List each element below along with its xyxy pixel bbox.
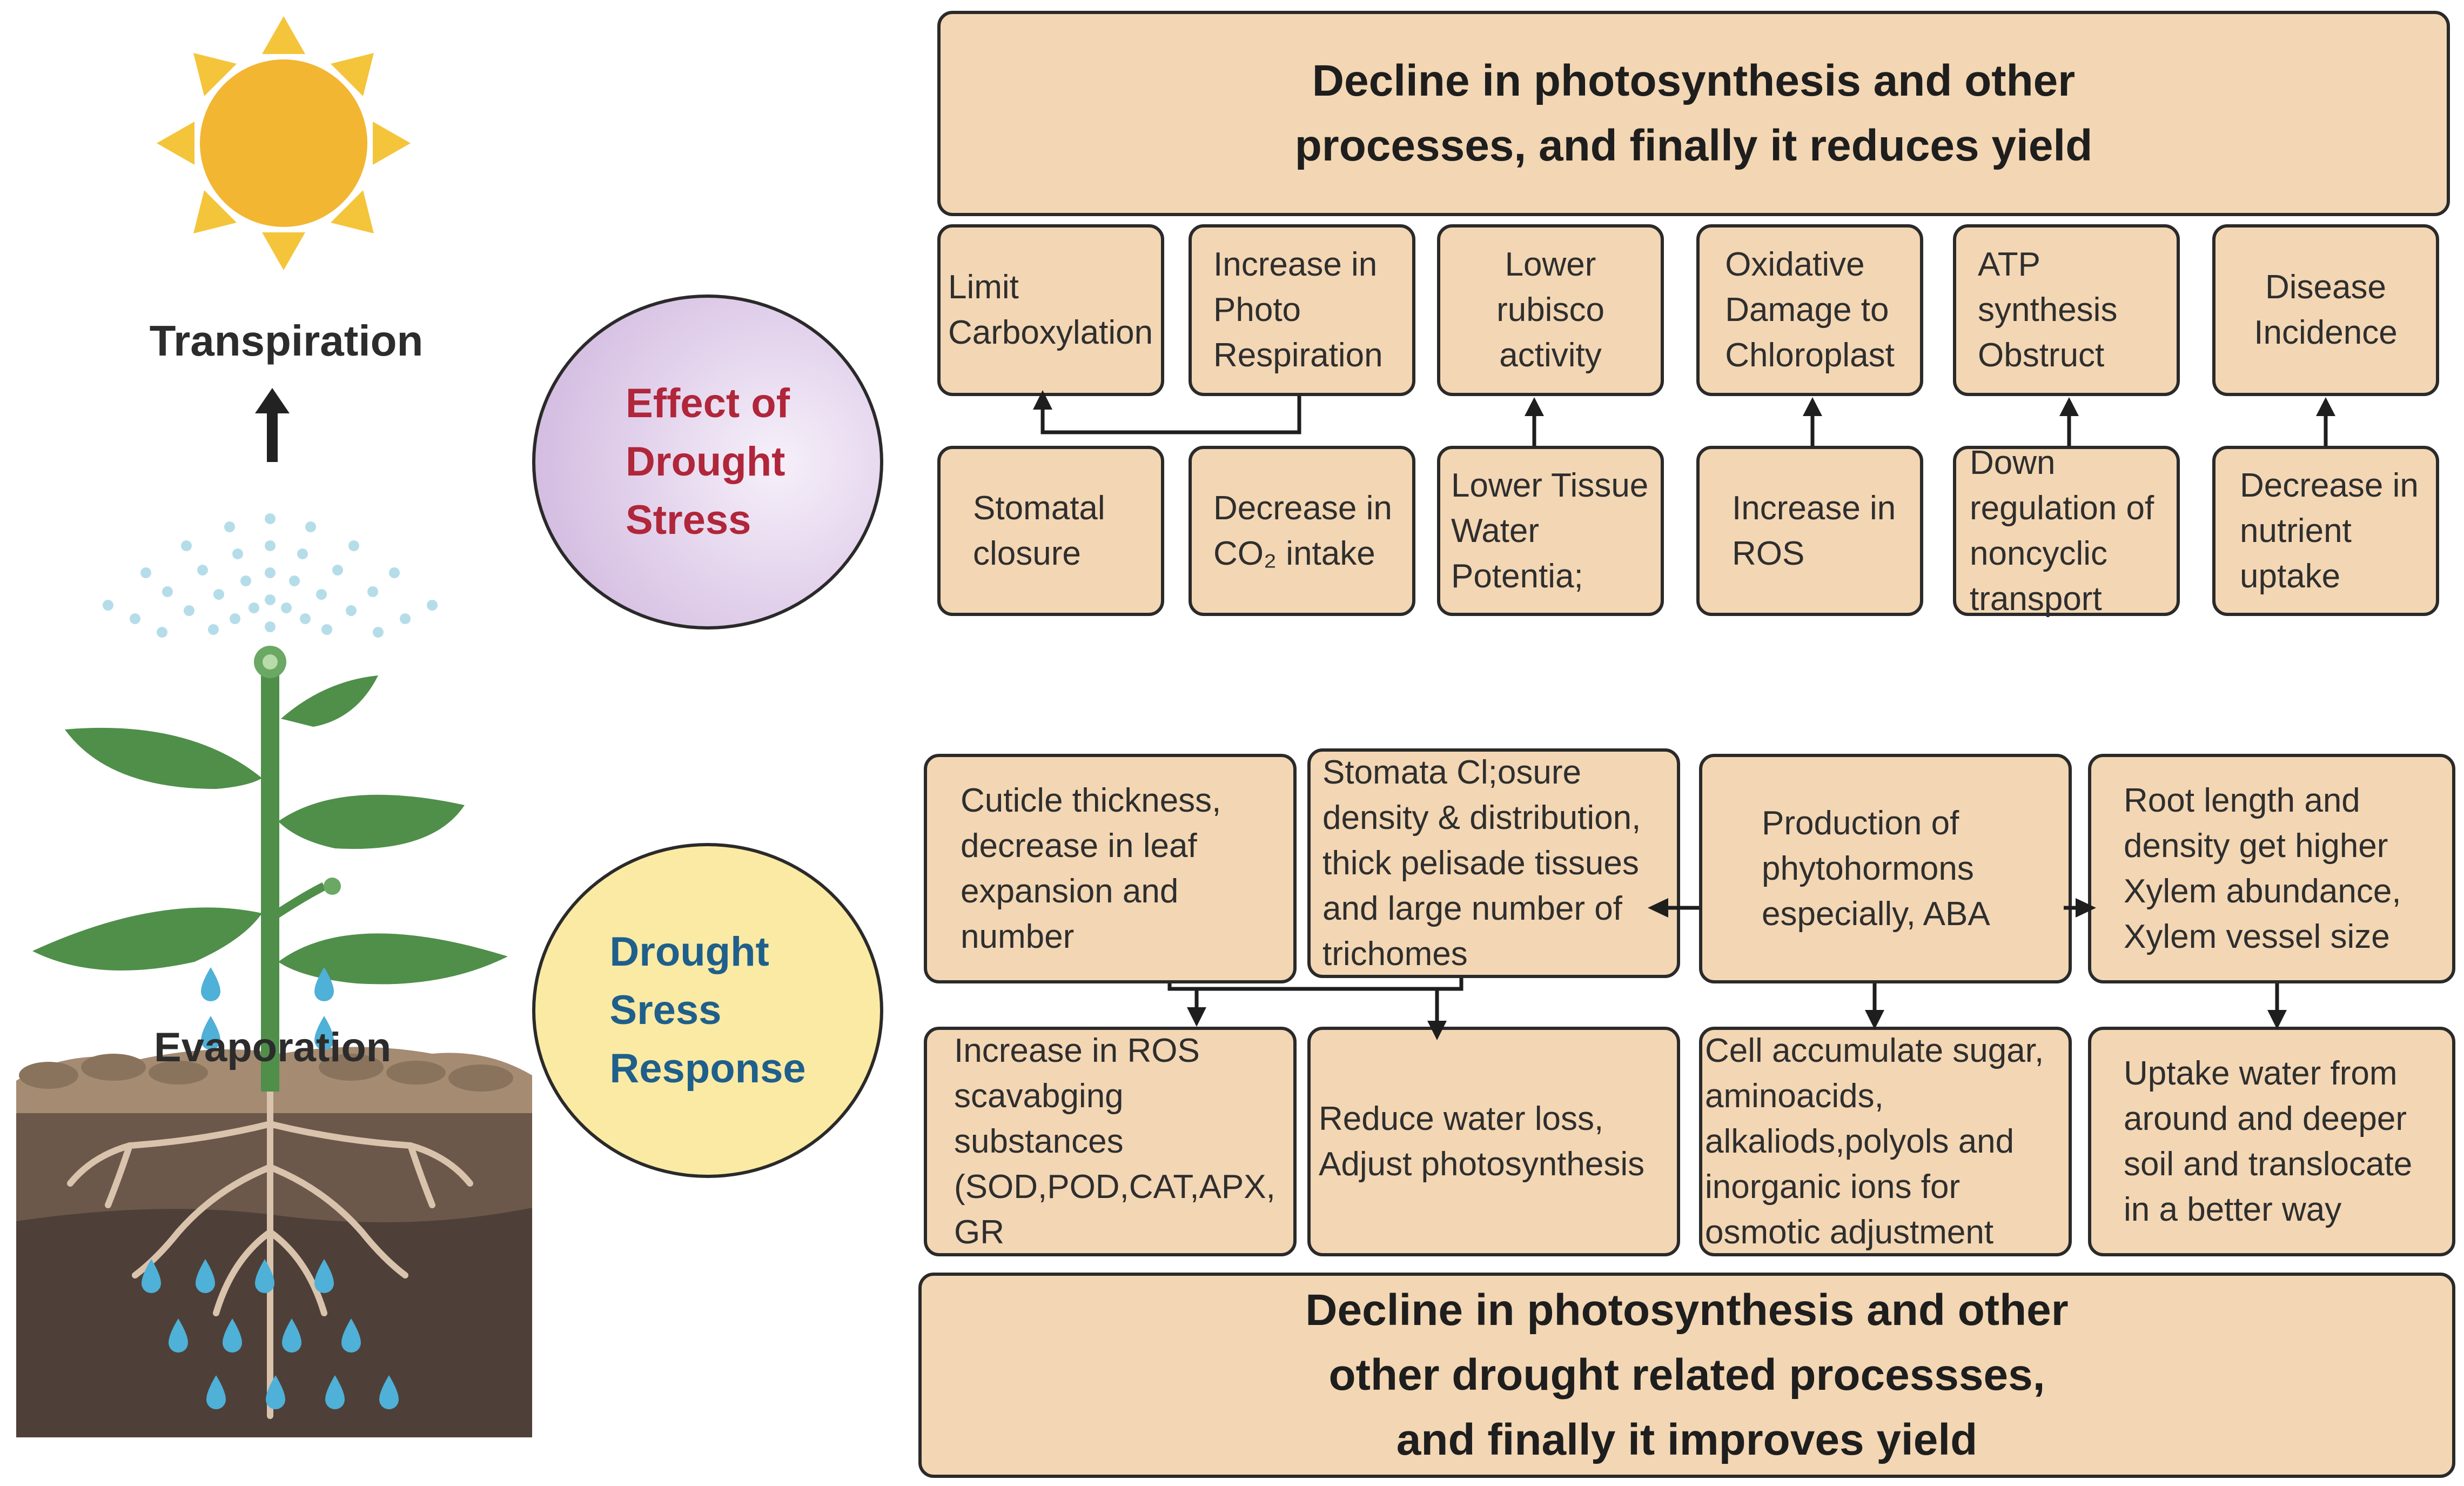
effect-oxidative-damage-box: Oxidative Damage to Chloroplast [1696, 224, 1923, 396]
effect-stomatal-closure-box: Stomatal closure [937, 446, 1164, 616]
plant-illustration [16, 16, 532, 1437]
drought-stress-response-circle: Drought Sress Response [532, 843, 883, 1178]
transpiration-arrow-icon [255, 388, 290, 462]
effect-atp-synthesis-box: ATP synthesis Obstruct [1953, 224, 2180, 396]
arrow-co2-to-carboxylation [1040, 396, 1301, 434]
response-root-length-box: Root length and density get higher Xylem… [2088, 754, 2455, 983]
response-ros-scavenging-box: Increase in ROS scavabging substances (S… [924, 1027, 1297, 1256]
effect-photorespiration-box: Increase in Photo Respiration [1189, 224, 1415, 396]
effect-of-drought-stress-circle: Effect of Drought Stress [532, 294, 883, 630]
spray-droplets-icon [103, 513, 438, 638]
response-water-loss-box: Reduce water loss, Adjust photosynthesis [1307, 1027, 1680, 1256]
response-phytohormones-box: Production of phytohormons especially, A… [1699, 754, 2072, 983]
response-cuticle-box: Cuticle thickness, decrease in leaf expa… [924, 754, 1297, 983]
arrow-upper-pair-to-lower [1167, 978, 1463, 991]
response-osmotic-adjustment-box: Cell accumulate sugar, aminoacids, alkal… [1699, 1027, 2072, 1256]
effect-rubisco-box: Lower rubisco activity [1437, 224, 1664, 396]
effect-tissue-water-box: Lower Tissue Water Potentia; [1437, 446, 1664, 616]
response-circle-label: Drought Sress Response [609, 929, 806, 1092]
plant-stem-icon [254, 646, 341, 1092]
effect-noncyclic-transport-box: Down regulation of noncyclic transport [1953, 444, 2180, 618]
effect-limit-carboxylation-box: Limit Carboxylation [937, 224, 1164, 396]
effect-circle-label: Effect of Drought Stress [626, 380, 790, 543]
response-stomata-box: Stomata Cl;osure density & distribution,… [1307, 748, 1680, 978]
sun-icon [157, 16, 411, 270]
effect-disease-incidence-box: Disease Incidence [2212, 224, 2439, 396]
response-uptake-water-box: Uptake water from around and deeper soil… [2088, 1027, 2455, 1256]
water-drops-icon [142, 967, 399, 1409]
leaves-icon [32, 675, 508, 985]
response-bottom-box: Decline in photosynthesis and other othe… [918, 1273, 2455, 1478]
effect-nutrient-uptake-box: Decrease in nutrient uptake [2212, 446, 2439, 616]
effect-ros-increase-box: Increase in ROS [1696, 446, 1923, 616]
effect-co2-intake-box: Decrease in CO₂ intake [1189, 446, 1415, 616]
transpiration-label: Transpiration [149, 317, 424, 365]
evaporation-label: Evaporation [154, 1025, 392, 1070]
effect-top-box: Decline in photosynthesis and other proc… [937, 11, 2450, 216]
